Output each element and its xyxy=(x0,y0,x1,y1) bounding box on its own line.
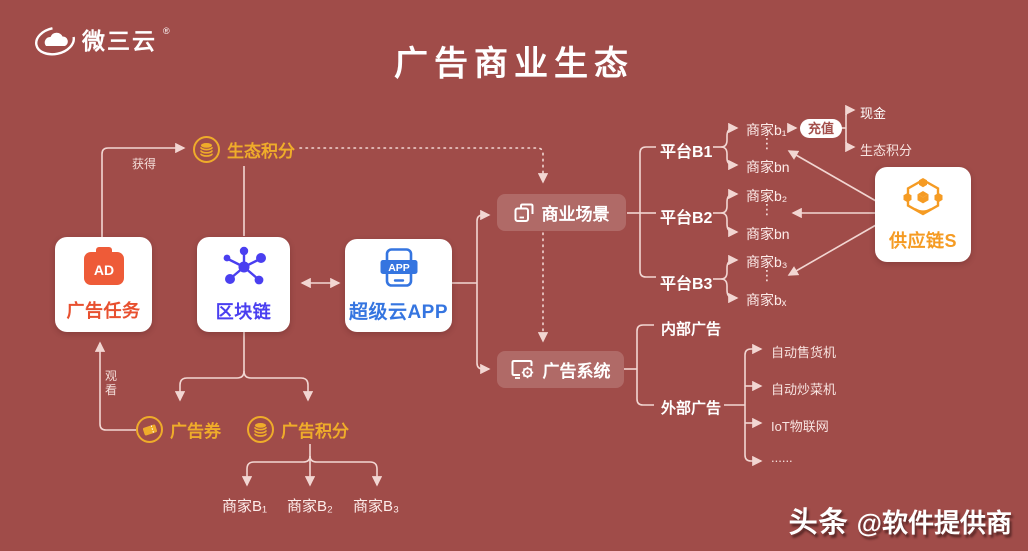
page-title: 广告商业生态 xyxy=(394,45,634,83)
blockchain-label: 区块链 xyxy=(215,302,272,322)
line-coupon-watch-task xyxy=(94,341,136,431)
registered-mark: ® xyxy=(163,26,170,36)
business-scene-label: 商业场景 xyxy=(541,205,610,224)
eco-points-label: 生态积分 xyxy=(227,142,295,161)
phone-app-icon: APP xyxy=(380,247,417,287)
lines-supplychain-to-merchants xyxy=(787,150,877,276)
coins-icon xyxy=(247,416,274,443)
recharge-eco-points-label: 生态积分 xyxy=(860,143,913,158)
brand-logo: 微三云 ® xyxy=(34,24,170,58)
svg-text:AD: AD xyxy=(93,262,113,278)
eco-points-node: 生态积分 xyxy=(193,136,295,163)
merchant-bn2-label: 商家bn xyxy=(746,226,790,242)
ticket-icon xyxy=(136,416,163,443)
internal-ads-label: 内部广告 xyxy=(661,321,722,338)
cloud-icon xyxy=(35,26,75,56)
merchant-bx-label: 商家bₓ xyxy=(746,292,787,308)
svg-text:APP: APP xyxy=(388,261,410,273)
external-item-iot: IoT物联网 xyxy=(771,419,829,434)
ad-coupon-label: 广告券 xyxy=(170,422,221,441)
platform-B3-label: 平台B3 xyxy=(660,276,713,293)
platform-B2-label: 平台B2 xyxy=(660,210,713,227)
watermark-platform: 头条 xyxy=(788,507,849,539)
supply-chain-label: 供应链S xyxy=(888,231,957,251)
ad-task-label: 广告任务 xyxy=(66,301,141,321)
hexagon-chain-icon xyxy=(903,178,943,216)
blockchain-card: 区块链 xyxy=(197,237,290,332)
business-scene-hub: 商业场景 xyxy=(497,194,626,231)
bracket-external-items xyxy=(724,343,763,467)
merchant-b1-label: 商家b₁ xyxy=(746,122,787,138)
bracket-recharge-outputs xyxy=(841,104,856,153)
copy-windows-icon xyxy=(514,203,533,222)
watermark: 头条 @软件提供商 xyxy=(789,499,1012,541)
merchant-bn-label: 商家bn xyxy=(746,159,790,175)
bracket-platform-b2 xyxy=(713,188,739,238)
supply-chain-card: 供应链S xyxy=(875,167,971,262)
monitor-gear-icon xyxy=(511,360,533,379)
ad-points-node: 广告积分 xyxy=(247,416,349,443)
line-app-to-scene xyxy=(476,209,491,283)
merchant-B2-label: 商家B₂ xyxy=(287,498,333,515)
line-task-to-ecopoints xyxy=(101,142,186,237)
external-item-cooking-machine: 自动炒菜机 xyxy=(771,382,837,397)
fork-adpoints-merchants xyxy=(241,444,383,487)
bracket-adsystem-channels xyxy=(624,324,654,406)
ad-system-hub: 广告系统 xyxy=(497,351,624,388)
platform-B1-label: 平台B1 xyxy=(660,144,713,161)
watch-label: 观看 xyxy=(105,369,118,397)
ad-briefcase-icon: AD xyxy=(83,247,124,285)
watermark-handle: @软件提供商 xyxy=(856,508,1012,538)
ad-points-label: 广告积分 xyxy=(281,422,349,441)
coins-icon xyxy=(193,136,220,163)
ad-task-card: AD 广告任务 xyxy=(55,237,152,332)
brand-name: 微三云 xyxy=(82,28,157,54)
external-ads-label: 外部广告 xyxy=(661,400,722,417)
fork-blockchain-coupon-points xyxy=(174,332,314,402)
recharge-pill: 充值 xyxy=(800,119,843,138)
external-item-vending-machine: 自动售货机 xyxy=(771,345,837,360)
ellipsis-b2: ⋮ xyxy=(760,201,774,217)
gain-label: 获得 xyxy=(132,157,157,171)
super-app-label: 超级云APP xyxy=(348,301,449,323)
cash-label: 现金 xyxy=(860,106,887,121)
ellipsis-b3: ⋮ xyxy=(760,267,774,283)
bracket-platform-b1 xyxy=(713,122,739,171)
merchant-b3-label: 商家b₃ xyxy=(746,254,788,270)
network-icon xyxy=(223,246,266,285)
merchant-B1-label: 商家B₁ xyxy=(222,498,268,515)
bracket-scene-platforms xyxy=(627,146,656,278)
line-app-to-adsystem xyxy=(476,283,491,375)
ellipsis-b1: ⋮ xyxy=(760,135,774,151)
dotted-ecopoints-to-scene xyxy=(299,147,549,184)
merchant-B3-label: 商家B₃ xyxy=(353,498,400,515)
bracket-platform-b3 xyxy=(713,254,739,304)
merchant-b2-label: 商家b₂ xyxy=(746,188,788,204)
external-item-ellipsis: ...... xyxy=(771,450,793,465)
ad-system-label: 广告系统 xyxy=(542,362,611,381)
ad-coupon-node: 广告券 xyxy=(136,416,221,443)
super-app-card: APP 超级云APP xyxy=(345,239,452,332)
